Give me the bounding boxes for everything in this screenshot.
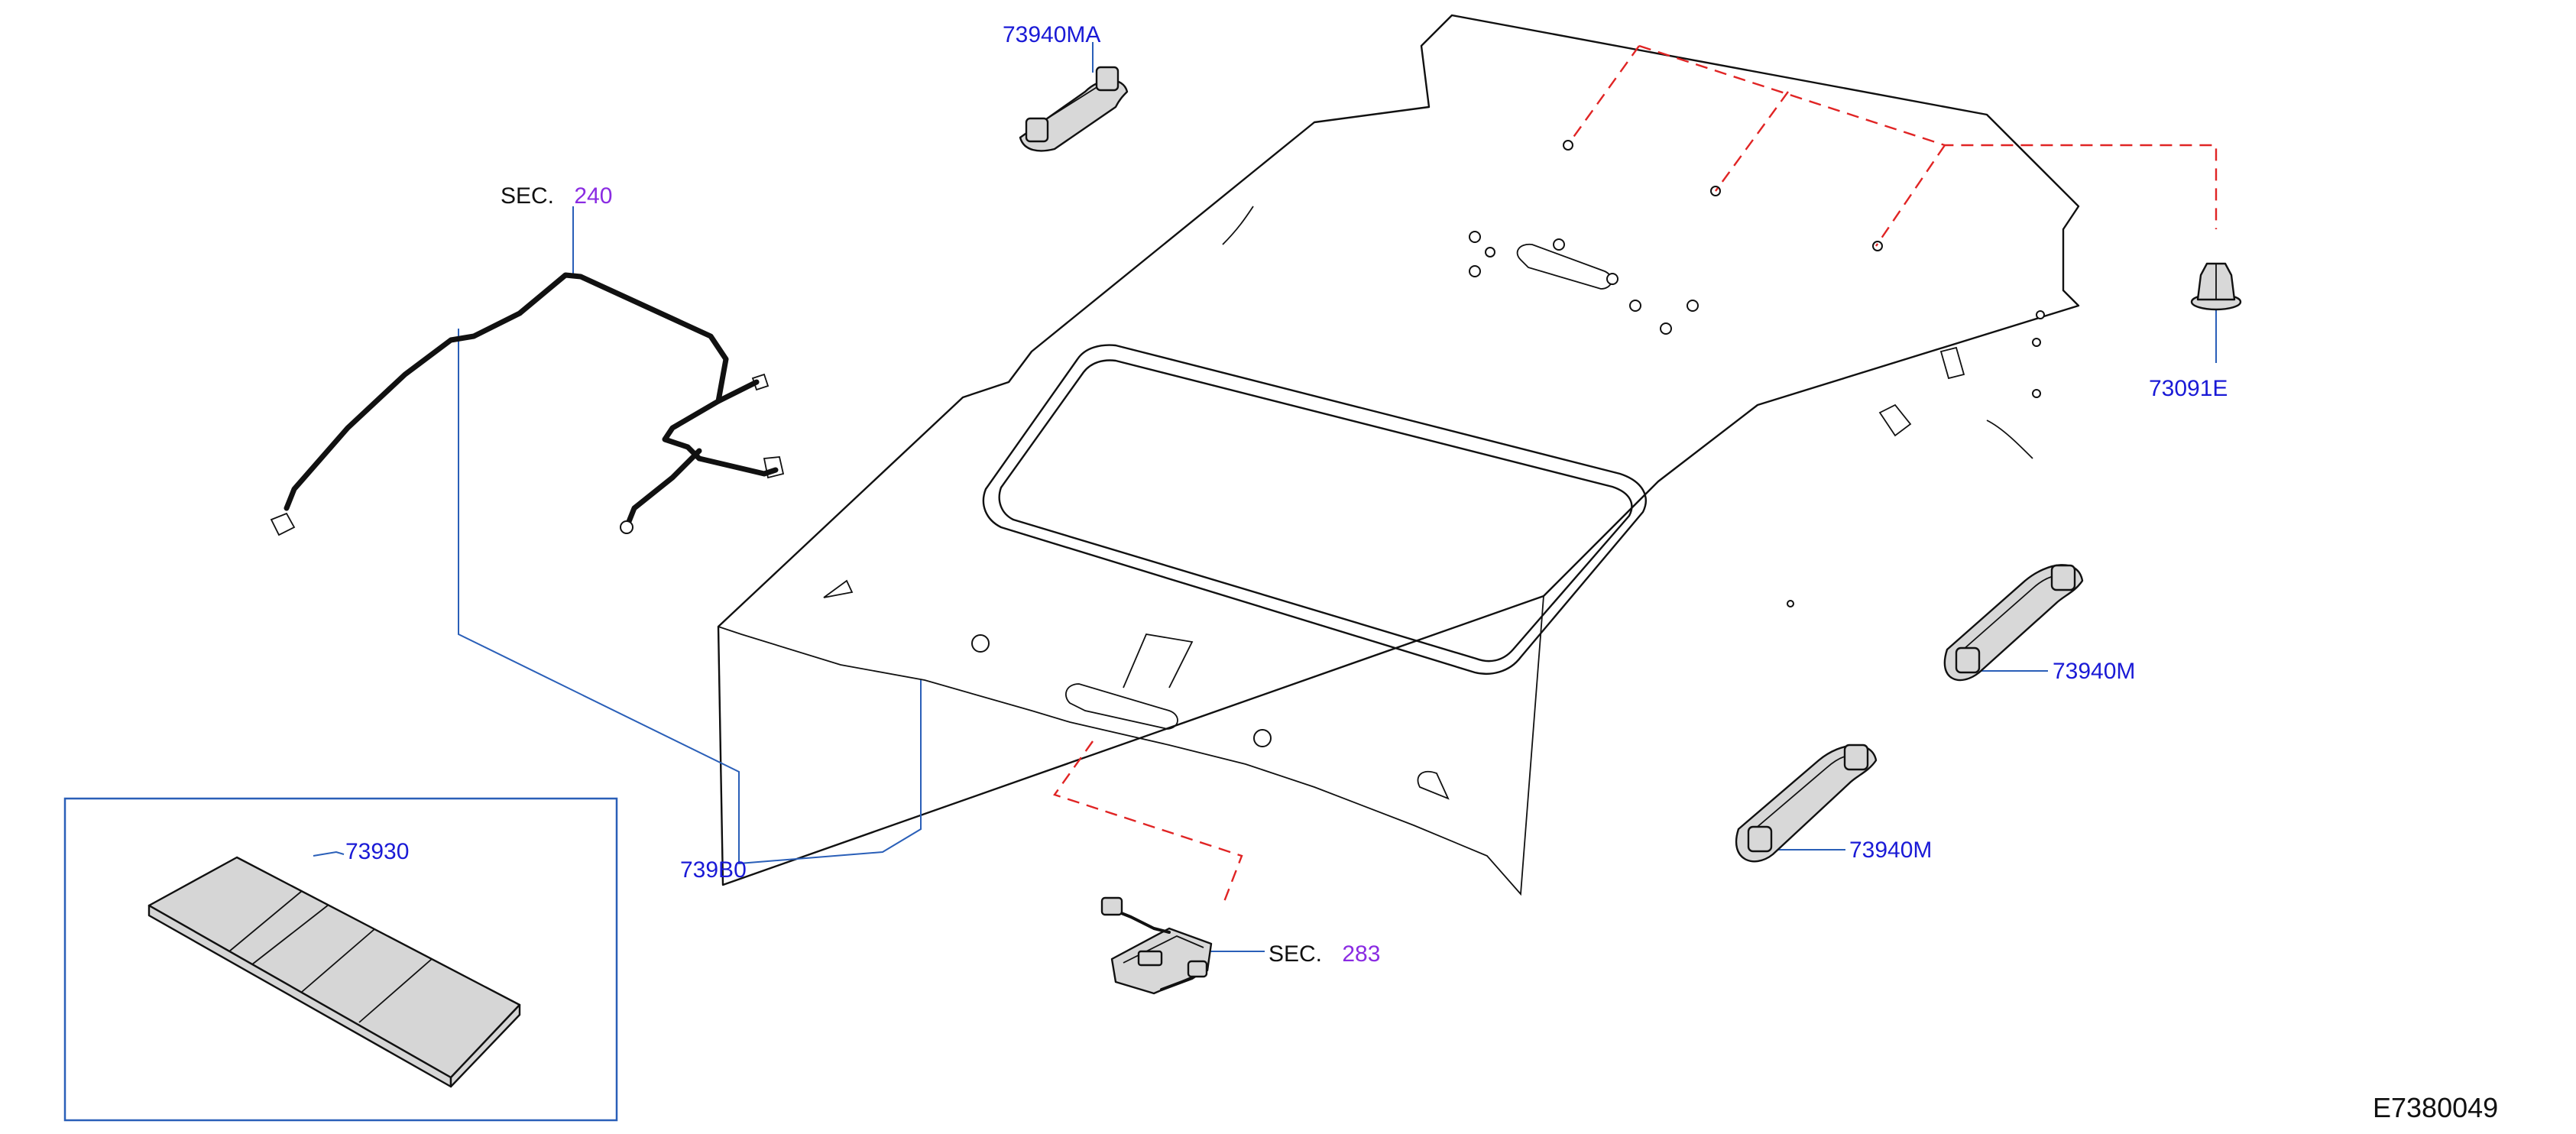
clip-fastener[interactable] (2190, 262, 2242, 311)
section-number: 240 (574, 183, 612, 209)
roof-insulator[interactable] (147, 856, 521, 1088)
part-number-grip-rear-left: 73940M (1849, 838, 1932, 863)
assist-grip-front[interactable] (1019, 66, 1129, 152)
section-ref-harness: SEC. 240 (501, 183, 612, 209)
roof-harness[interactable] (270, 272, 785, 536)
part-number-insulator: 73930 (345, 839, 409, 864)
part-number-grip-rear-right: 73940M (2053, 659, 2135, 684)
section-ref-lamp: SEC. 283 (1269, 941, 1380, 967)
part-number-headlining: 739B0 (680, 857, 747, 883)
inset-box (63, 797, 618, 1122)
section-prefix: SEC. (1269, 941, 1322, 967)
part-number-grip-front: 73940MA (1003, 22, 1100, 47)
headlining-panel[interactable] (717, 14, 2080, 896)
section-number: 283 (1342, 941, 1380, 967)
assist-grip-rear-right[interactable] (1943, 564, 2084, 682)
part-number-clip: 73091E (2149, 376, 2228, 401)
map-lamp[interactable] (1100, 896, 1213, 995)
phantom-lines (1053, 44, 2218, 906)
section-prefix: SEC. (501, 183, 554, 209)
diagram-id: E7380049 (2373, 1092, 2498, 1123)
leader-lines (313, 42, 2217, 952)
assist-grip-rear-left[interactable] (1735, 744, 1878, 863)
